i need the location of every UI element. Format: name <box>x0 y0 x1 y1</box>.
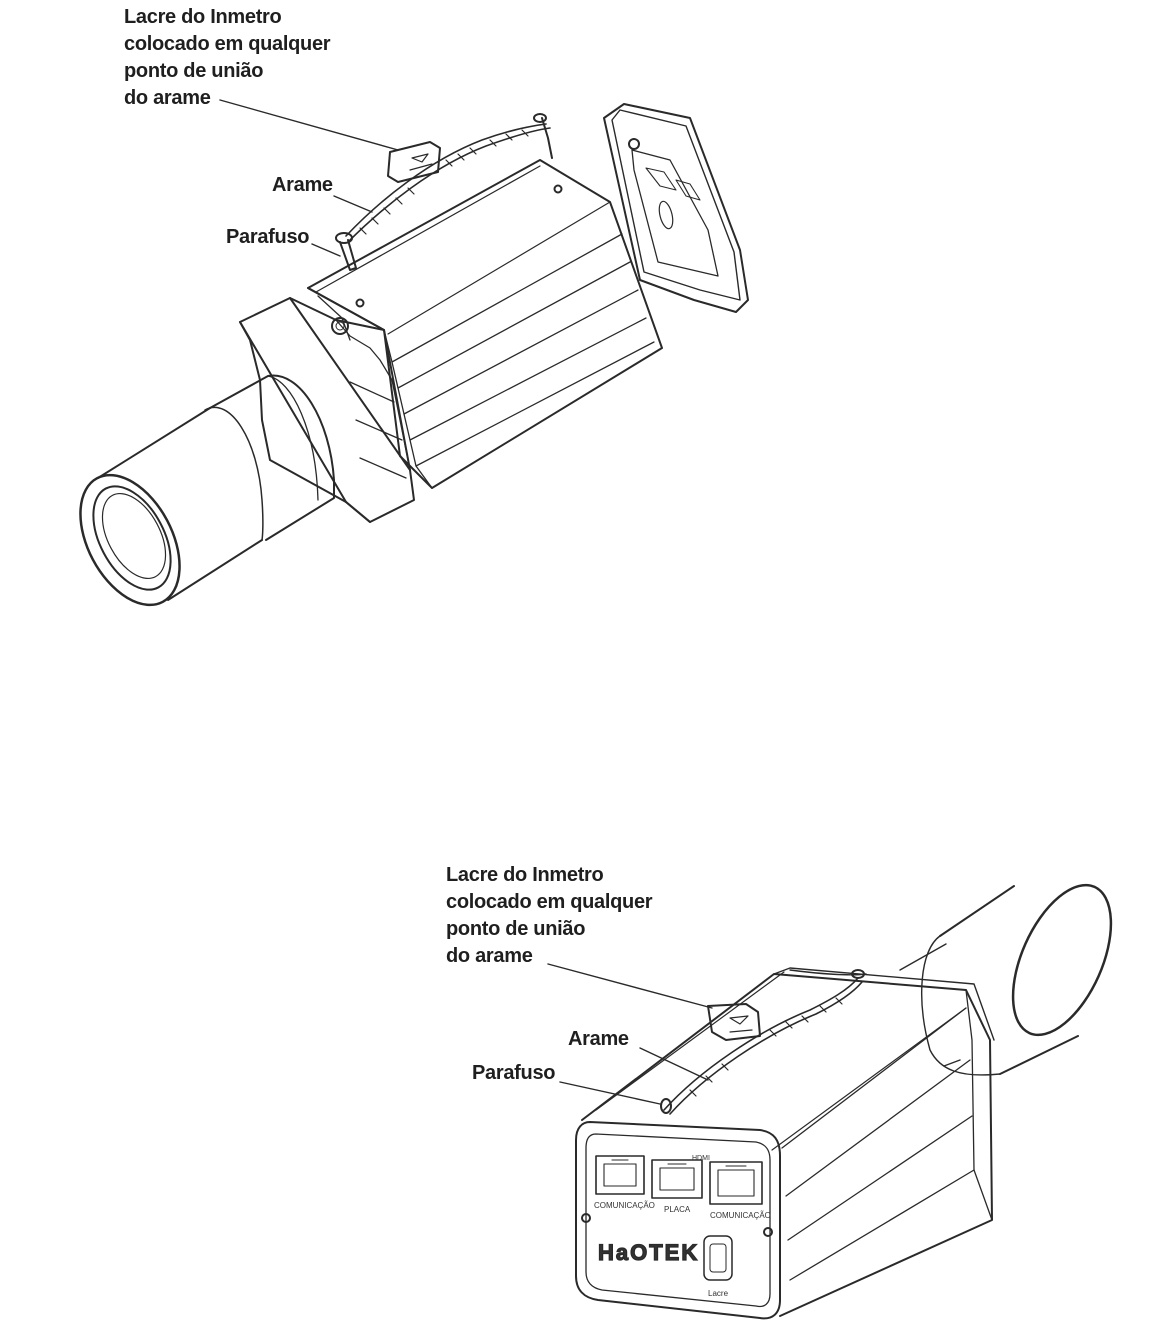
screw <box>335 113 553 271</box>
screw-callout-rear: Parafuso <box>472 1062 556 1084</box>
camera-exploded-drawing <box>79 99 749 607</box>
screw-leader <box>311 243 341 257</box>
camera-housing-rear <box>581 967 995 1317</box>
seal-wire-rear <box>663 969 867 1115</box>
camera-rear-drawing <box>547 883 1113 1320</box>
rear-panel <box>575 1121 781 1320</box>
lens-barrel <box>97 407 263 601</box>
camera-exploded-figure: Lacre do Inmetro colocado em qualquer po… <box>0 0 1176 640</box>
seal-callout-line: ponto de união <box>124 60 264 82</box>
wire-callout-rear: Arame <box>568 1028 629 1050</box>
port-label-3: COMUNICAÇÃO <box>710 1211 771 1220</box>
seal-callout: Lacre do Inmetro colocado em qualquer po… <box>124 4 331 112</box>
inmetro-seal-rear <box>707 1003 761 1041</box>
wire-leader <box>333 195 373 213</box>
port-top-label: HDMI <box>692 1155 710 1162</box>
camera-rear-figure: HDMI COMUNICAÇÃO PLACA COMUNICAÇÃO HaOTE… <box>0 850 1176 1332</box>
port-label-1: COMUNICAÇÃO <box>594 1201 655 1210</box>
lock-label: Lacre <box>708 1289 729 1298</box>
seal-callout-line: ponto de união <box>446 918 586 940</box>
lens-rear <box>899 883 1113 1076</box>
rear-panel-text: HDMI COMUNICAÇÃO PLACA COMUNICAÇÃO HaOTE… <box>594 1155 771 1298</box>
brand-logo: HaOTEK <box>598 1240 699 1265</box>
inmetro-seal <box>387 141 441 183</box>
screw-rear <box>660 1098 672 1114</box>
wire-callout: Arame <box>272 174 333 196</box>
lens-collar <box>209 374 335 541</box>
camera-housing <box>307 159 663 489</box>
seal-leader-rear <box>547 963 713 1009</box>
wire-leader-rear <box>639 1047 709 1081</box>
seal-wire <box>345 123 551 243</box>
seal-callout-line: colocado em qualquer <box>446 891 653 913</box>
screw-leader-rear <box>559 1081 661 1105</box>
seal-callout-line: do arame <box>446 945 533 967</box>
lens-ring <box>79 473 181 607</box>
seal-callout-line: Lacre do Inmetro <box>446 864 604 886</box>
seal-callout-line: Lacre do Inmetro <box>124 6 282 28</box>
screw-callout: Parafuso <box>226 226 310 248</box>
seal-callout-line: do arame <box>124 87 211 109</box>
front-bezel <box>239 297 415 523</box>
seal-leader <box>219 99 399 151</box>
seal-callout-rear: Lacre do Inmetro colocado em qualquer po… <box>446 862 653 970</box>
rear-cover <box>603 103 749 313</box>
seal-callout-line: colocado em qualquer <box>124 33 331 55</box>
port-label-2: PLACA <box>664 1205 691 1214</box>
